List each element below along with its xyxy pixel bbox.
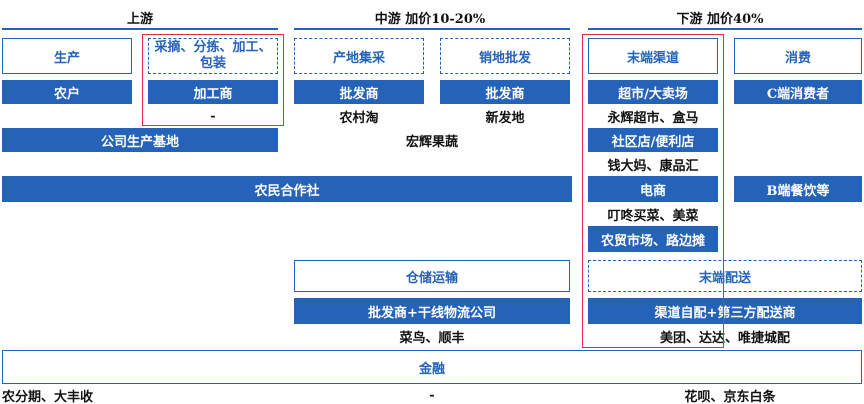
bar-delivery: 渠道自配+第三方配送商 xyxy=(588,298,862,324)
stage-downstream: 下游 加价40% xyxy=(676,11,764,27)
example-delivery: 美团、达达、唯捷城配 xyxy=(659,330,790,346)
header-processing: 采摘、分拣、加工、包装 xyxy=(148,38,278,74)
participant-supermarket: 超市/大卖场 xyxy=(588,80,718,104)
header-last-mile: 末端配送 xyxy=(588,260,862,292)
example-community: 钱大妈、康品汇 xyxy=(607,158,699,174)
bar-community-store: 社区店/便利店 xyxy=(588,128,718,152)
header-wholesale: 销地批发 xyxy=(440,38,570,74)
participant-c-consumer: C端消费者 xyxy=(734,80,862,104)
example-sales: 新发地 xyxy=(485,110,525,126)
example-processor: - xyxy=(210,108,216,124)
finance-example-mid: - xyxy=(429,387,435,403)
midstream-divider xyxy=(294,28,570,30)
header-origin-collection: 产地集采 xyxy=(294,38,424,74)
bar-b-catering: B端餐饮等 xyxy=(734,176,862,202)
stage-midstream: 中游 加价10-20% xyxy=(374,11,486,27)
example-supermarket: 永辉超市、盒马 xyxy=(607,110,699,126)
bar-farmers-coop: 农民合作社 xyxy=(2,176,572,202)
finance-example-left: 农分期、大丰收 xyxy=(2,389,94,404)
participant-processor: 加工商 xyxy=(148,80,278,104)
header-warehouse-transport: 仓储运输 xyxy=(294,260,570,292)
header-production: 生产 xyxy=(2,38,132,74)
example-ecommerce: 叮咚买菜、美菜 xyxy=(607,208,699,224)
header-end-channel: 末端渠道 xyxy=(588,38,718,74)
header-finance: 金融 xyxy=(2,350,862,384)
example-origin: 农村淘 xyxy=(339,110,379,126)
bar-production-base: 公司生产基地 xyxy=(2,128,278,152)
participant-farmer: 农户 xyxy=(2,80,132,104)
highlight-end-channel xyxy=(582,34,724,348)
example-logistics: 菜鸟、顺丰 xyxy=(399,330,465,346)
example-base: 宏辉果蔬 xyxy=(405,134,458,150)
downstream-divider xyxy=(588,28,862,30)
bar-wholesale-logistics: 批发商+干线物流公司 xyxy=(294,298,570,324)
stage-upstream: 上游 xyxy=(126,11,153,27)
header-consumption: 消费 xyxy=(734,38,862,74)
upstream-divider xyxy=(2,28,278,30)
highlight-processing xyxy=(142,34,284,126)
finance-example-right: 花呗、京东白条 xyxy=(684,389,776,404)
bar-market-stall: 农贸市场、路边摊 xyxy=(588,226,718,252)
participant-wholesaler-sales: 批发商 xyxy=(440,80,570,104)
bar-ecommerce: 电商 xyxy=(588,176,718,202)
participant-wholesaler-origin: 批发商 xyxy=(294,80,424,104)
